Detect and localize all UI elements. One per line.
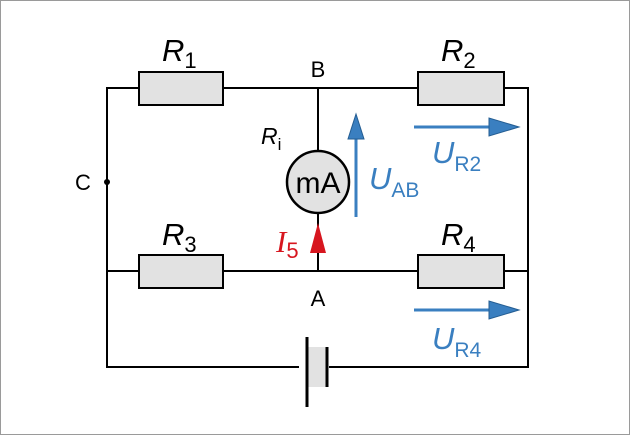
- node-label-a: A: [311, 286, 326, 311]
- current-arrow: [310, 223, 326, 253]
- label-current-letter: I: [275, 224, 288, 259]
- label-r2-sub: 2: [463, 48, 475, 73]
- label-r2-letter: R: [441, 33, 463, 68]
- label-ur2-sub: R2: [454, 153, 481, 176]
- voltage-arrow-ur4: [414, 300, 521, 320]
- label-r1-sub: 1: [184, 48, 196, 73]
- label-r4: R4: [441, 217, 476, 257]
- label-current: I5: [275, 224, 299, 263]
- node-c-dot: [104, 179, 110, 185]
- label-uab-sub: AB: [391, 179, 419, 202]
- label-ur4-sub: R4: [454, 339, 481, 362]
- label-r3-letter: R: [162, 217, 184, 252]
- label-ri-letter: R: [261, 123, 278, 149]
- label-ur2-letter: U: [432, 135, 455, 170]
- label-uab: UAB: [369, 161, 419, 202]
- label-r1-letter: R: [162, 33, 184, 68]
- wire-top-right: [329, 87, 529, 368]
- label-r3-sub: 3: [184, 232, 196, 257]
- label-r4-letter: R: [441, 217, 463, 252]
- ammeter-label: mA: [296, 167, 341, 200]
- resistor-r3: [138, 254, 224, 289]
- resistor-r1: [138, 71, 224, 106]
- label-r1: R1: [162, 33, 197, 73]
- resistor-r2: [417, 71, 505, 106]
- battery-fill: [307, 347, 327, 387]
- label-r3: R3: [162, 217, 197, 257]
- label-ur4: UR4: [432, 321, 482, 362]
- label-ri-sub: i: [278, 135, 282, 154]
- label-ri: Ri: [261, 123, 281, 154]
- resistor-r4: [417, 254, 505, 289]
- node-label-b: B: [311, 57, 326, 82]
- label-current-sub: 5: [286, 238, 298, 263]
- node-label-c: C: [75, 170, 91, 195]
- label-r4-sub: 4: [463, 232, 475, 257]
- label-r2: R2: [441, 33, 476, 73]
- label-uab-letter: U: [369, 161, 392, 196]
- wire-top-left: [106, 87, 299, 368]
- wires: [106, 87, 529, 368]
- label-ur2: UR2: [432, 135, 481, 176]
- voltage-arrow-uab: [347, 112, 365, 217]
- battery: [305, 337, 329, 407]
- label-ur4-letter: U: [432, 321, 455, 356]
- voltage-arrow-ur2: [414, 117, 521, 137]
- ammeter-circle: [285, 149, 351, 215]
